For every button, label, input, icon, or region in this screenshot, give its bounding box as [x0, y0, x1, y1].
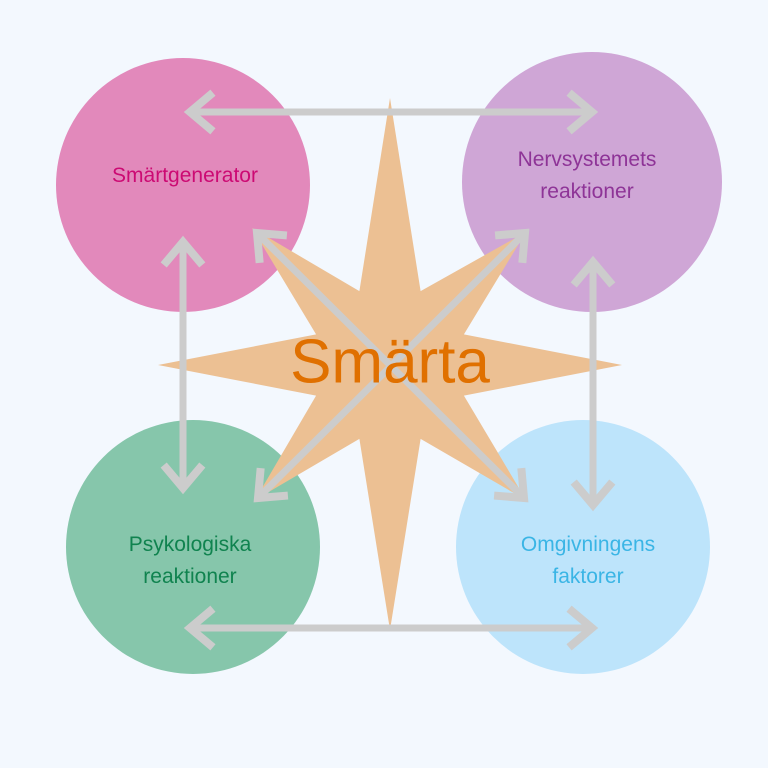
arrowhead [566, 89, 599, 135]
label-line: Psykologiska [128, 533, 252, 556]
arrowhead [183, 605, 216, 651]
node-circle-smartgenerator [56, 58, 310, 312]
arrowhead [183, 89, 216, 135]
arrowhead [493, 467, 529, 503]
label-line: reaktioner [143, 565, 237, 588]
node-label-smartgenerator: Smärtgenerator [112, 160, 258, 192]
arrows [160, 89, 616, 651]
double-arrow [255, 230, 528, 501]
arrowhead [160, 235, 206, 268]
arrowhead [566, 605, 599, 651]
arrowhead [570, 479, 616, 512]
label-line: Omgivningens [520, 533, 656, 556]
arrowhead [494, 228, 530, 264]
arrowhead [160, 462, 206, 495]
arrowhead [570, 255, 616, 288]
arrowhead [252, 228, 288, 264]
label-line: faktorer [552, 565, 624, 588]
center-label: Smärta [290, 327, 490, 397]
label-line: reaktioner [540, 180, 634, 203]
node-label-nervsystemets: Nervsystemets reaktioner [518, 144, 657, 208]
label-line: Smärtgenerator [112, 164, 258, 187]
label-line: Nervsystemets [517, 148, 657, 171]
node-label-psykologiska: Psykologiska reaktioner [129, 529, 252, 593]
arrowhead [253, 467, 289, 503]
node-label-omgivningens: Omgivningens faktorer [521, 529, 655, 593]
